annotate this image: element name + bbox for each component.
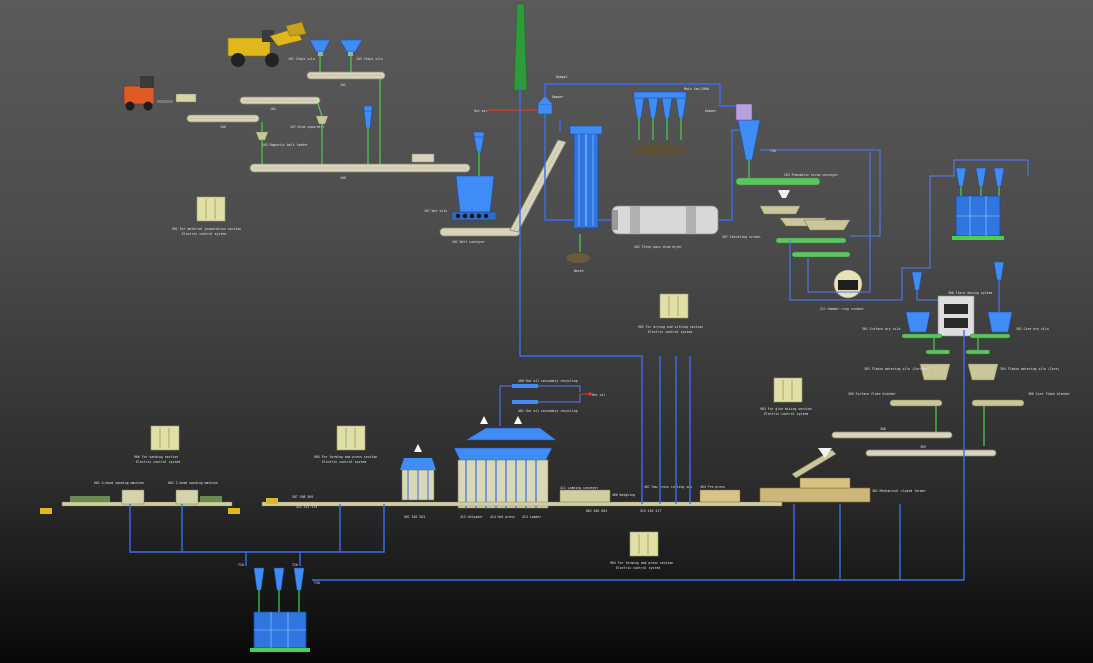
mech-former-label: 401 Mechanical closed former <box>872 489 926 493</box>
chips-silo-1 <box>309 39 331 53</box>
forklift-icon <box>123 76 197 111</box>
loading-conveyor-label: 411 Loading conveyor <box>560 486 598 490</box>
belt-conveyor-label: 201 Belt conveyor <box>452 240 485 244</box>
core-bin-label: 302 Core dry silo <box>1016 327 1049 331</box>
surface-bin-label: 301 Surface dry silo <box>862 327 900 331</box>
sanding-machine-2 <box>175 489 199 505</box>
svg-text:Electric control system: Electric control system <box>648 330 692 334</box>
svg-text:901 For material preparation s: 901 For material preparation section <box>172 227 241 231</box>
codes-c: 507 508 509 <box>292 495 313 499</box>
wet-silo <box>455 175 495 213</box>
fibre-dosing-system <box>937 295 975 337</box>
belt-conveyor <box>439 227 521 237</box>
hot-oil-1-label: 400 Hot oil secondary recycling <box>518 379 578 383</box>
damper-2-label: Damper <box>552 95 564 99</box>
pre-press-label: 404 Pre-press <box>700 485 725 489</box>
loader-label: 413 Loader <box>522 515 541 519</box>
three-pass-dryer <box>611 205 719 235</box>
cyclone-small-1 <box>363 109 373 129</box>
svg-text:906 For sanding section: 906 For sanding section <box>134 455 178 459</box>
production-line <box>261 501 783 507</box>
t3-label: T30 <box>314 581 320 585</box>
unloader-dome <box>400 444 436 501</box>
damper-3-label: Damper <box>705 109 717 113</box>
wet-silo-label: 207 Wet silo <box>424 209 447 213</box>
codes-e: 415 416 417 <box>640 509 661 513</box>
control-panel-forming-2 <box>629 531 659 557</box>
saw-cross-label: 407 Saw cross cutting saw <box>644 485 692 489</box>
bottom-cyclone-bank <box>250 567 310 652</box>
flakes-metering-core-label: 304 Flakes metering silo (Core) <box>1000 367 1060 371</box>
core-dry-silo <box>987 311 1013 333</box>
hot-press <box>453 416 557 509</box>
flakes-metering-surface-label: 303 Flakes metering silo (Surface) <box>864 367 929 371</box>
t2-label: T20 <box>292 563 298 567</box>
unloader-label: 415 Unloader <box>460 515 483 519</box>
wheel-loader-icon <box>227 21 307 67</box>
hot-oil-2-label: 401 Hot oil secondary recycling <box>518 409 578 413</box>
svg-text:308: 308 <box>880 427 886 431</box>
conveyor-104-label: 104 <box>270 107 276 111</box>
main-cyclone <box>737 119 761 161</box>
weighing-label: 406 Weighing <box>612 493 635 497</box>
codes-d: 511 512 513 <box>296 505 317 509</box>
t1-label: T10 <box>238 563 244 567</box>
svg-text:904 For forming and press sect: 904 For forming and press section <box>610 561 673 565</box>
svg-text:Electric control system: Electric control system <box>764 412 808 416</box>
cyclone-cluster-top <box>633 91 687 119</box>
sanding-machine-1 <box>121 489 145 505</box>
svg-text:Electric control system: Electric control system <box>136 460 180 464</box>
waste-label: Waste <box>574 269 584 273</box>
dry-silo-bank-right <box>952 167 1005 240</box>
control-panel-forming <box>336 425 366 451</box>
core-blender-label: 306 Core flake blender <box>1028 392 1070 396</box>
codes-b: 601 602 603 <box>586 509 607 513</box>
sanding-1-label: 601 4-head sanding machine <box>94 481 144 485</box>
control-panel-drying <box>659 293 689 319</box>
screw-conveyor <box>735 177 821 186</box>
three-pass-dryer-label: 202 Three pass drum dryer <box>634 245 682 249</box>
damper-1-label: Damper <box>556 75 568 79</box>
svg-text:Electric control system: Electric control system <box>322 460 366 464</box>
conveyor-108-label: 108 <box>340 176 346 180</box>
svg-text:309: 309 <box>920 445 926 449</box>
conveyor-101-label: 101 <box>340 83 346 87</box>
main-fan-label: Main fan/200b <box>684 87 709 91</box>
svg-text:903 For glue mixing section: 903 For glue mixing section <box>760 407 812 411</box>
magnetic-belt-label: 105 Magnetic belt feeder <box>262 143 308 147</box>
hammer-ring-label: 211 Hammer ring crusher <box>820 307 864 311</box>
codes-a: 501 502 503 <box>404 515 425 519</box>
surface-blender-label: 305 Surface flake blender <box>848 392 896 396</box>
svg-text:Electric control system: Electric control system <box>182 232 226 236</box>
svg-text:905 For forming and press sect: 905 For forming and press section <box>314 455 377 459</box>
chips-silo-2-label: 103 Chips silo <box>356 57 383 61</box>
vibrating-screen-label: 207 Vibrating screen <box>722 235 760 239</box>
chimney <box>513 3 528 91</box>
surface-dry-silo <box>905 311 931 333</box>
control-panel-material <box>196 196 226 222</box>
hot-oil-in-label: Hot oil <box>592 393 606 397</box>
conveyor-106-label: 106 <box>220 125 226 129</box>
chips-silo-1-label: 102 Chips silo <box>288 57 315 61</box>
hot-press-label: 414 Hot press <box>490 515 515 519</box>
svg-text:107 Drum separator: 107 Drum separator <box>290 125 325 129</box>
screw-conveyor-label: 203 Pneumatic screw conveyor <box>784 173 838 177</box>
fibre-sizing-label: 300 Fibre dosing system <box>948 291 992 295</box>
svg-text:902 For drying and sifting sec: 902 For drying and sifting section <box>638 325 703 329</box>
control-panel-sanding <box>150 425 180 451</box>
t4-label: T40 <box>770 149 776 153</box>
mechanical-former <box>759 487 871 503</box>
sanding-2-label: 602 2-head sanding machine <box>168 481 218 485</box>
control-panel-glue <box>773 377 803 403</box>
hot-air-label: Hot air <box>474 109 488 113</box>
svg-text:Electric control system: Electric control system <box>616 566 660 570</box>
chips-silo-2 <box>339 39 363 53</box>
